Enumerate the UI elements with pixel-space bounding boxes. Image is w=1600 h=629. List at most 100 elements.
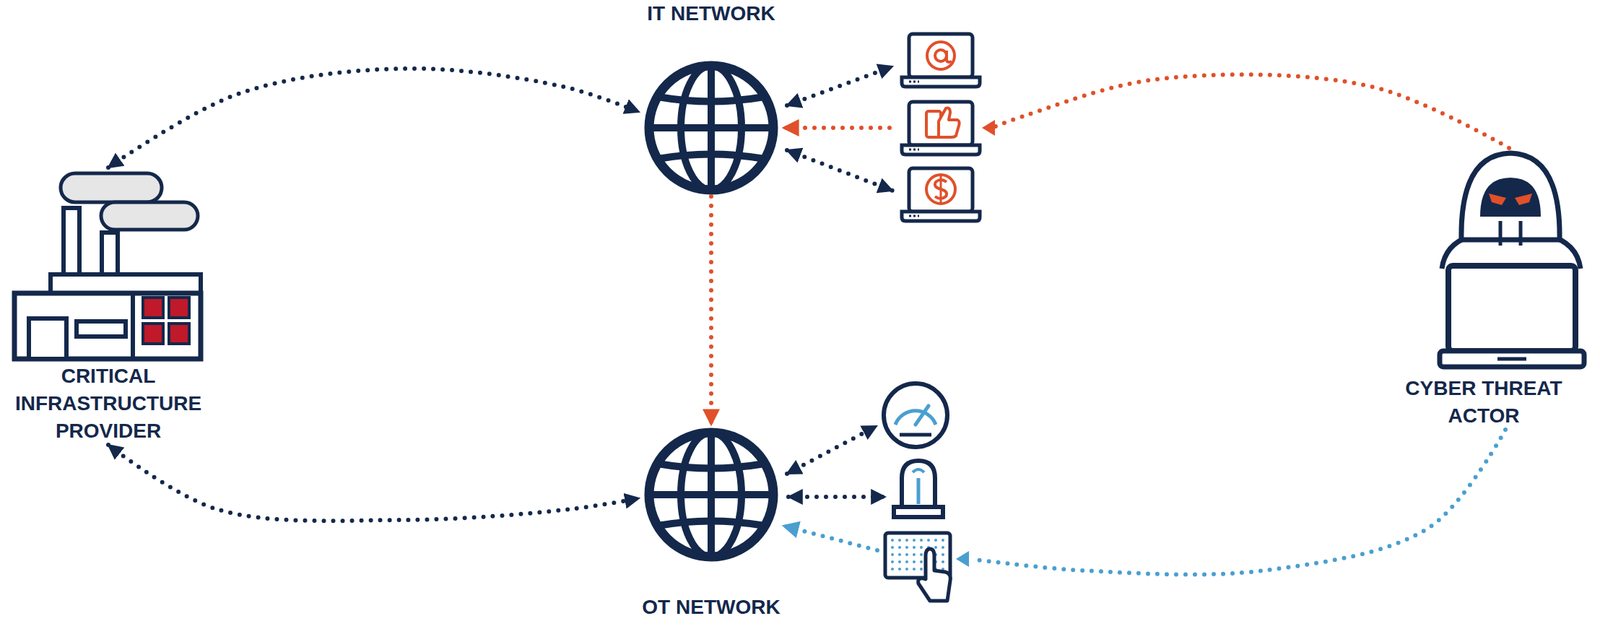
signal-lamp-icon-part xyxy=(901,460,936,507)
node-label: CYBER THREAT ACTOR xyxy=(1375,374,1593,430)
keypad-icon-part-part xyxy=(898,560,902,564)
arrow-head xyxy=(955,550,969,567)
factory-icon xyxy=(14,173,201,359)
keypad-icon-part-part xyxy=(912,553,916,556)
attack-path xyxy=(783,429,1506,575)
keypad-icon-part-part xyxy=(912,538,916,542)
link-line xyxy=(787,66,893,106)
gauge-icon-part xyxy=(883,383,948,447)
hacker-icon-part xyxy=(1439,350,1585,367)
payment-laptop-part xyxy=(926,174,956,204)
factory-icon-part xyxy=(101,232,118,275)
factory-icon-part xyxy=(142,323,164,344)
keypad-icon-part-part xyxy=(912,567,916,571)
network-node: IT NETWORK xyxy=(638,0,784,197)
factory-icon-part xyxy=(28,318,67,359)
email-laptop-part xyxy=(935,49,947,62)
gauge-icon-part xyxy=(915,405,929,425)
ot-globe xyxy=(649,432,774,557)
icon-space xyxy=(638,27,784,197)
factory-icon-part xyxy=(14,293,201,359)
keypad-icon-part-part xyxy=(905,553,909,556)
keypad-icon-part-part xyxy=(898,553,902,556)
keypad-icon-part-part xyxy=(919,538,923,542)
attack-path xyxy=(709,196,714,425)
keypad-icon-part-part xyxy=(919,567,923,571)
keypad-icon-part-part xyxy=(898,538,902,542)
keypad-icon-part-part xyxy=(919,545,923,549)
keypad-icon-part-part xyxy=(919,560,923,564)
social-laptop xyxy=(901,101,980,155)
node-label: OT NETWORK xyxy=(638,593,784,621)
keypad-icon-part-part xyxy=(905,545,909,549)
attack-path xyxy=(783,74,1510,149)
keypad-icon-part-part xyxy=(941,538,945,542)
factory-icon-part xyxy=(60,173,162,203)
actor-node: CYBER THREAT ACTOR xyxy=(1375,148,1593,430)
keypad-icon-part-part xyxy=(898,567,902,571)
factory-icon-part xyxy=(130,293,136,359)
keypad-icon-part-part xyxy=(905,560,909,564)
signal-lamp-icon-part xyxy=(912,469,925,473)
hacker-icon-part xyxy=(1488,193,1507,206)
signal-lamp-icon-part xyxy=(893,506,943,517)
social-laptop-part xyxy=(938,108,960,138)
payment-laptop-part xyxy=(901,168,980,221)
it-globe xyxy=(649,65,774,190)
hacker-icon-part xyxy=(1498,220,1503,246)
email-laptop-part xyxy=(927,41,955,70)
gauge-icon xyxy=(883,383,948,447)
keypad-icon-part-part xyxy=(890,545,894,549)
keypad-icon-part-part xyxy=(919,553,923,556)
network-link xyxy=(108,68,639,168)
keypad-icon xyxy=(885,532,951,601)
keypad-icon-part-part xyxy=(934,538,938,542)
icon-space xyxy=(3,167,213,363)
hacker-icon xyxy=(1439,153,1585,367)
keypad-icon-part-part xyxy=(927,538,930,542)
social-laptop-part xyxy=(901,101,980,155)
hacker-icon-part xyxy=(1497,357,1527,362)
keypad-icon-part-part xyxy=(912,560,916,564)
keypad-icon-part-part xyxy=(934,545,938,549)
keypad-icon-part-part xyxy=(941,560,945,564)
factory-icon-part xyxy=(101,202,198,230)
keypad-icon-part-part xyxy=(905,538,909,542)
keypad-icon-part-part xyxy=(941,553,945,556)
keypad-icon-part xyxy=(890,538,945,571)
factory-icon-part xyxy=(50,274,201,294)
keypad-icon-part-part xyxy=(941,545,945,549)
hacker-icon-part xyxy=(1461,153,1560,240)
keypad-icon-part-part xyxy=(890,553,894,556)
keypad-icon-part-part xyxy=(912,545,916,549)
factory-icon-part xyxy=(63,207,80,275)
provider-node: CRITICAL INFRASTRUCTURE PROVIDER xyxy=(3,167,213,445)
network-link xyxy=(108,444,639,521)
node-label: IT NETWORK xyxy=(638,0,784,28)
email-laptop-part xyxy=(946,50,952,63)
keypad-icon-part xyxy=(918,548,951,601)
icon-space xyxy=(638,424,784,594)
email-laptop xyxy=(901,33,980,87)
factory-icon-part xyxy=(168,323,190,344)
icon-space xyxy=(1375,148,1593,375)
keypad-icon-part-part xyxy=(890,567,894,571)
link-line xyxy=(787,425,877,474)
factory-icon-part xyxy=(168,297,190,318)
node-label: CRITICAL INFRASTRUCTURE PROVIDER xyxy=(3,362,213,445)
hacker-icon-part xyxy=(1480,177,1541,217)
signal-lamp-icon-part xyxy=(916,477,921,504)
network-node: OT NETWORK xyxy=(638,424,784,621)
factory-icon-part xyxy=(76,321,126,337)
link-line xyxy=(787,150,893,191)
factory-icon-part xyxy=(142,297,164,318)
gauge-icon-part xyxy=(899,433,932,437)
keypad-icon-part-part xyxy=(890,560,894,564)
keypad-icon-part-part xyxy=(898,545,902,549)
link-line xyxy=(788,494,886,499)
email-laptop-part xyxy=(901,33,980,87)
signal-lamp-icon xyxy=(893,460,943,517)
keypad-icon-part-part xyxy=(890,538,894,542)
